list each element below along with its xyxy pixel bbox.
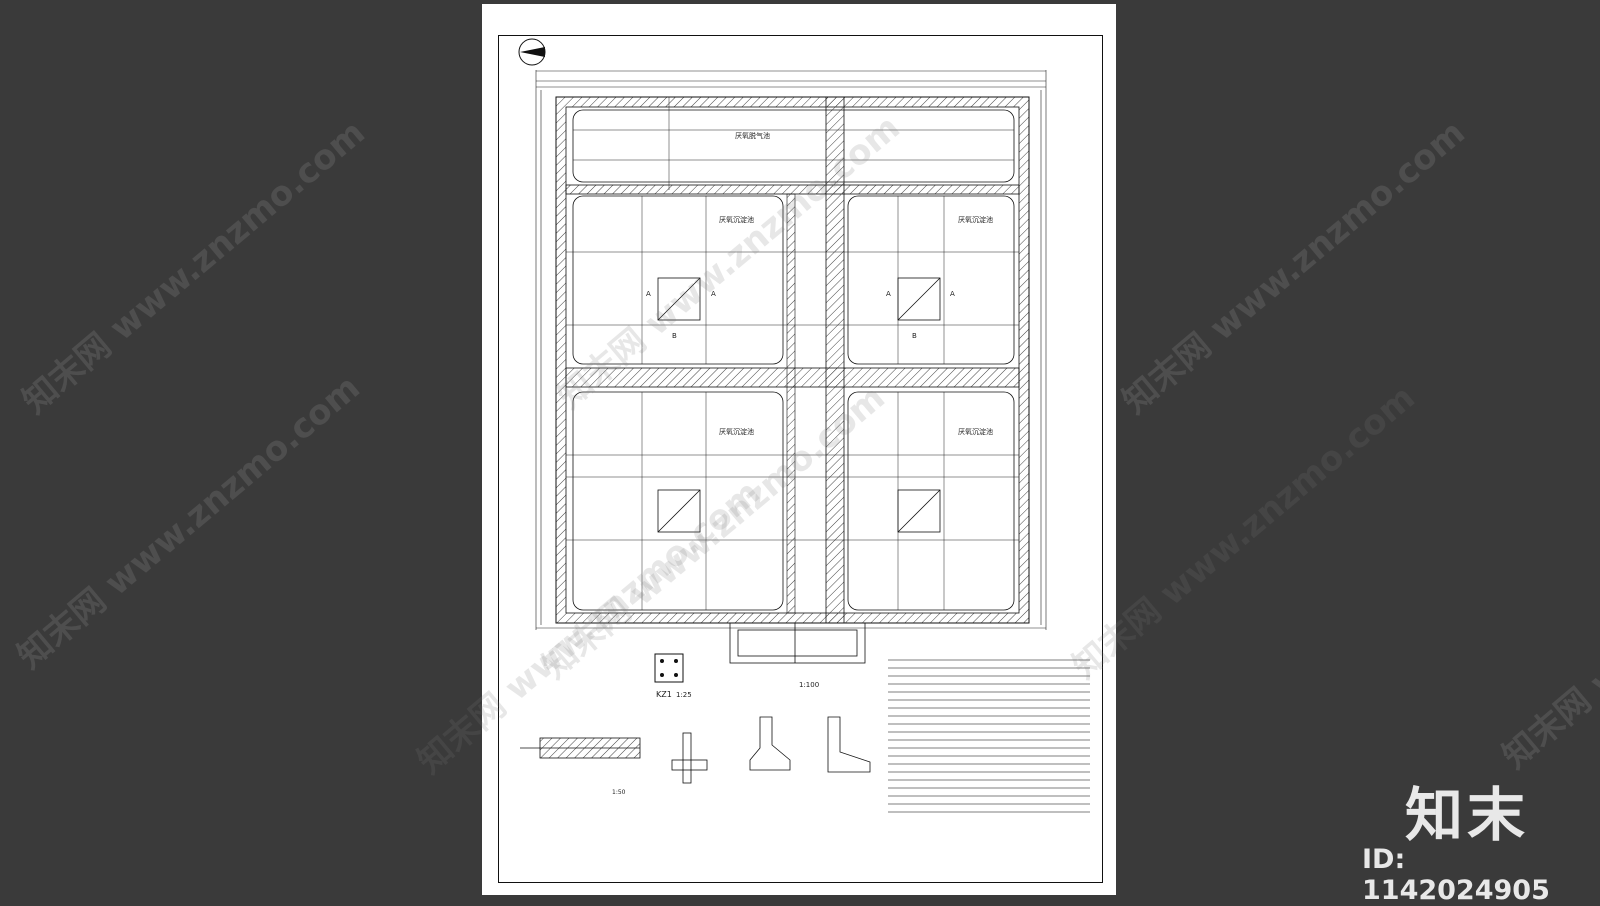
central-horizontal-wall	[565, 367, 1020, 388]
haunch-detail	[749, 716, 871, 773]
section-mark-b-1: B	[672, 332, 677, 340]
general-notes	[888, 659, 1090, 813]
north-arrow-icon	[518, 38, 546, 66]
hopper-symbols	[657, 277, 941, 533]
grid-lines	[566, 97, 1019, 610]
settling-tank-outlines	[572, 109, 1015, 611]
tank-label-settle-1: 厌氧沉淀池	[719, 215, 754, 224]
plan-scale: 1:100	[799, 681, 819, 689]
brand-id-text: ID: 1142024905	[1362, 844, 1550, 906]
outlet-structure	[729, 622, 866, 664]
degassing-tank-wall	[565, 184, 1020, 195]
column-label: KZ1	[656, 690, 672, 699]
section-mark-a-3: A	[886, 290, 891, 298]
wall-corner-detail	[671, 732, 708, 784]
inner-vertical-wall	[786, 193, 796, 614]
section-mark-b-2: B	[912, 332, 917, 340]
section-mark-a-4: A	[950, 290, 955, 298]
joint-detail-scale: 1:50	[612, 789, 626, 796]
section-mark-a-1: A	[646, 290, 651, 298]
joint-detail	[520, 737, 641, 759]
column-scale: 1:25	[676, 691, 692, 699]
central-vertical-wall	[825, 96, 845, 624]
dimension-lines	[535, 70, 1047, 630]
tank-label-degassing: 厌氧脱气池	[735, 131, 770, 140]
brand-logo: 知末	[1405, 781, 1530, 849]
column-detail-kz1	[654, 653, 684, 683]
section-mark-a-2: A	[711, 290, 716, 298]
drawing-frame	[498, 35, 1103, 883]
tank-label-settle-4: 厌氧沉淀池	[958, 427, 993, 436]
tank-label-settle-3: 厌氧沉淀池	[719, 427, 754, 436]
tank-label-settle-2: 厌氧沉淀池	[958, 215, 993, 224]
